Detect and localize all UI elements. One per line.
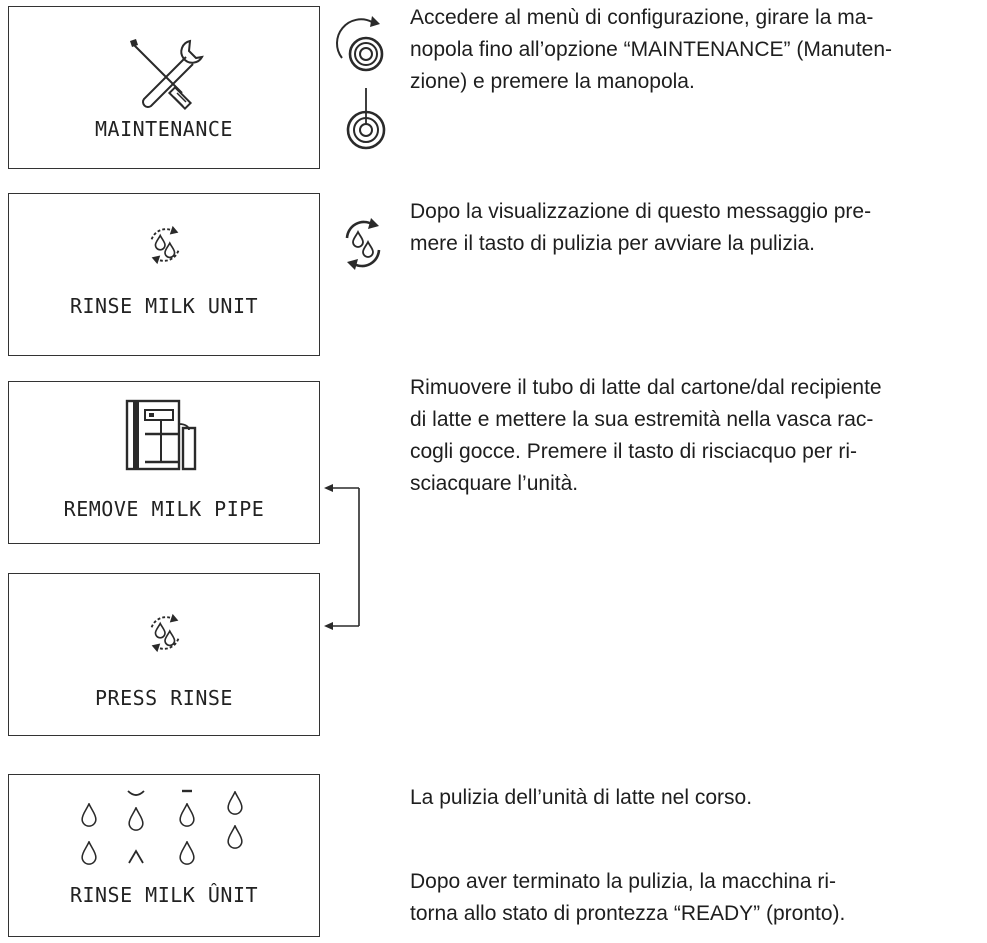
- panel-label: MAINTENANCE: [95, 117, 233, 141]
- panel-label: RINSE MILK UNIT: [69, 294, 259, 318]
- text-line: Rimuovere il tubo di latte dal cartone/d…: [410, 376, 882, 399]
- text-line: sciacquare l’unità.: [410, 472, 579, 495]
- display-panel-press-rinse: PRESS RINSE: [8, 573, 320, 736]
- text-line: Accedere al menù di configurazione, gira…: [410, 6, 874, 29]
- coffee-machine-icon: [125, 399, 197, 471]
- text-line: torna allo stato di prontezza “READY” (p…: [410, 902, 846, 925]
- rotary-knob-press-icon: [346, 88, 386, 150]
- display-panel-rinse-progress: RINSE MILK ÛNIT: [8, 774, 320, 937]
- step-4-text: La pulizia dell’unità di latte nel corso…: [410, 782, 985, 814]
- text-line: zione) e premere la manopola.: [410, 70, 695, 93]
- panel-label: RINSE MILK ÛNIT: [69, 883, 259, 907]
- panel-label: REMOVE MILK PIPE: [63, 497, 265, 521]
- rotary-knob-turn-icon: [335, 16, 384, 72]
- text-line: La pulizia dell’unità di latte nel corso…: [410, 786, 753, 809]
- text-line: Dopo la visualizzazione di questo messag…: [410, 200, 872, 223]
- text-line: mere il tasto di pulizia per avviare la …: [410, 232, 816, 255]
- rinse-drops-icon: [144, 224, 186, 266]
- step-3-text: Rimuovere il tubo di latte dal cartone/d…: [410, 372, 985, 500]
- step-5-text: Dopo aver terminato la pulizia, la macch…: [410, 866, 985, 930]
- wrench-screwdriver-icon: [130, 39, 204, 111]
- display-panel-maintenance: MAINTENANCE: [8, 6, 320, 169]
- rinse-drops-icon: [144, 612, 186, 654]
- display-panel-remove-milk-pipe: REMOVE MILK PIPE: [8, 381, 320, 544]
- text-line: Dopo aver terminato la pulizia, la macch…: [410, 870, 837, 893]
- falling-drops-icon: [81, 789, 243, 865]
- step-2-text: Dopo la visualizzazione di questo messag…: [410, 196, 985, 260]
- display-panel-rinse-milk-unit: RINSE MILK UNIT: [8, 193, 320, 356]
- loop-arrow-icon: [324, 484, 360, 630]
- text-line: nopola fino all’opzione “MAINTENANCE” (M…: [410, 38, 893, 61]
- step-1-text: Accedere al menù di configurazione, gira…: [410, 2, 985, 98]
- panel-label: PRESS RINSE: [95, 686, 233, 710]
- rinse-button-icon: [345, 218, 381, 270]
- text-line: di latte e mettere la sua estremità nell…: [410, 408, 874, 431]
- text-line: cogli gocce. Premere il tasto di risciac…: [410, 440, 858, 463]
